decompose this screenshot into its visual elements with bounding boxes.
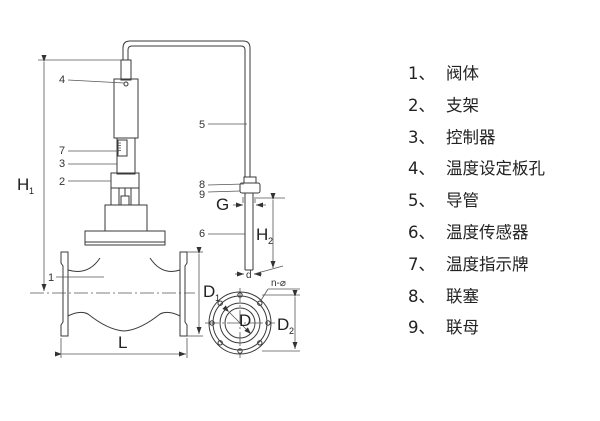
legend-text: 支架 (446, 95, 479, 115)
setting-hole-icon (123, 81, 129, 87)
d-label: D (239, 311, 251, 330)
flange-end-view: D (205, 288, 275, 358)
d2-label: D (277, 315, 289, 334)
legend-number: 7、 (408, 254, 435, 274)
callout-1: 1 (48, 272, 54, 284)
legend-item: 6、温度传感器 (408, 217, 545, 249)
legend-number: 8、 (408, 286, 435, 306)
callout-4: 4 (59, 74, 65, 86)
legend-number: 9、 (408, 318, 435, 338)
indicator-scale (118, 142, 121, 151)
n-phi-label: n-⌀ (271, 278, 286, 289)
body-top-flange (84, 230, 166, 246)
legend-text: 联塞 (446, 286, 479, 306)
d2-subscript: 2 (289, 326, 294, 336)
legend-text: 温度指示牌 (446, 254, 529, 274)
legend-item: 8、联塞 (408, 281, 545, 313)
parts-legend: 1、阀体 2、支架 3、控制器 4、温度设定板孔 5、导管 6、温度传感器 7、… (408, 58, 545, 344)
callout-5: 5 (199, 119, 205, 131)
h1-label: H (17, 175, 29, 194)
controller-stem (116, 137, 136, 175)
legend-item: 9、联母 (408, 312, 545, 344)
legend-item: 7、温度指示牌 (408, 249, 545, 281)
controller-top-stub (120, 59, 132, 81)
legend-number: 5、 (408, 191, 435, 211)
legend-number: 1、 (408, 64, 435, 83)
dimension-d2: D 2 (262, 290, 300, 352)
small-d-label: d (246, 270, 252, 281)
callout-7: 7 (59, 145, 65, 157)
legend-item: 5、导管 (408, 185, 545, 217)
dimension-h1: H 1 (17, 55, 121, 291)
legend-item: 1、阀体 (408, 58, 545, 90)
temperature-sensor (242, 193, 256, 271)
legend-number: 4、 (408, 159, 435, 179)
legend-text: 温度设定板孔 (446, 159, 545, 179)
legend-item: 3、控制器 (408, 122, 545, 154)
bolt-hole-callout: n-⌀ (259, 278, 300, 303)
controller-body (113, 78, 139, 139)
callout-3: 3 (59, 158, 65, 170)
dimension-g: G (216, 195, 266, 214)
callout-9: 9 (199, 189, 205, 201)
legend-text: 导管 (446, 191, 479, 211)
l-label: L (118, 333, 127, 352)
valve-body (60, 251, 188, 337)
bonnet (104, 204, 148, 232)
h1-subscript: 1 (29, 186, 34, 196)
dimension-d1: D 1 (187, 247, 220, 337)
d1-subscript: 1 (215, 293, 220, 303)
callout-6: 6 (199, 228, 205, 240)
legend-text: 控制器 (446, 127, 496, 147)
legend-text: 阀体 (446, 64, 479, 83)
legend-text: 联母 (446, 318, 479, 338)
callouts: 4 5 7 3 2 8 9 6 1 (48, 74, 247, 284)
legend-number: 3、 (408, 127, 435, 147)
union-plug (243, 176, 257, 184)
callout-8: 8 (199, 179, 205, 191)
bolt-holes (209, 292, 271, 354)
dimension-l: L (55, 333, 188, 358)
legend-number: 6、 (408, 222, 435, 242)
h2-subscript: 2 (268, 236, 273, 246)
bracket (110, 172, 140, 206)
union-nut (239, 182, 261, 194)
g-label: G (216, 195, 229, 214)
legend-number: 2、 (408, 95, 435, 115)
d1-label: D (203, 282, 215, 301)
dimension-h2: H 2 (256, 193, 285, 268)
h2-label: H (256, 225, 268, 244)
legend-item: 2、支架 (408, 90, 545, 122)
legend-text: 温度传感器 (446, 222, 529, 242)
legend-item: 4、温度设定板孔 (408, 153, 545, 185)
dimension-small-d: d (235, 265, 284, 281)
callout-2: 2 (59, 176, 65, 188)
capillary-tube (122, 40, 251, 177)
